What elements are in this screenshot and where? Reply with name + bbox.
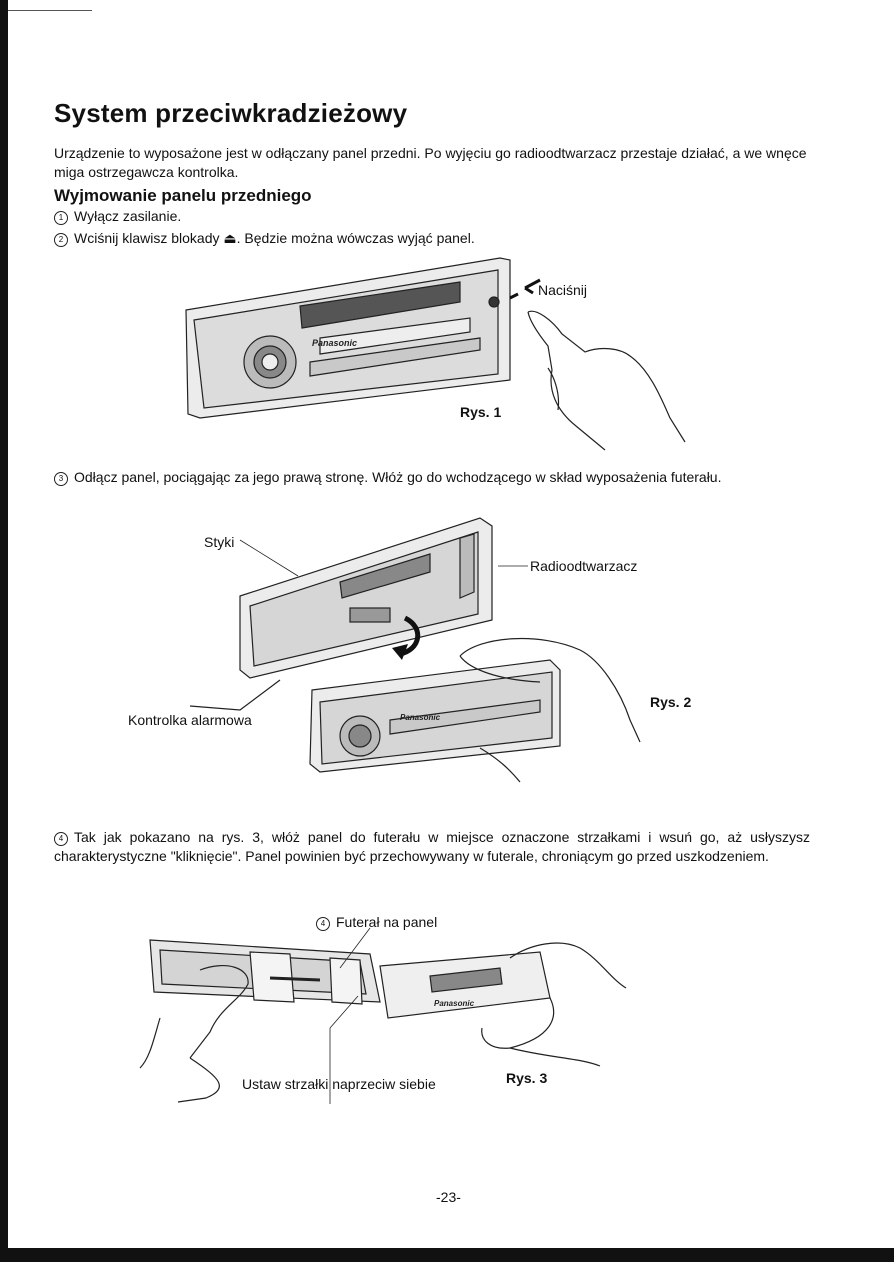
label-case-text: Futerał na panel <box>336 914 438 930</box>
panel-case-illustration: Panasonic <box>139 927 627 1104</box>
panel-removal-illustration: Panasonic <box>189 517 641 783</box>
label-case: 4 Futerał na panel <box>316 914 437 931</box>
step-text: Wyłącz zasilanie. <box>74 208 182 224</box>
step-2: 2 Wciśnij klawisz blokady ⏏. Będzie można… <box>54 229 475 248</box>
arrow-icon <box>524 278 541 295</box>
hand-illustration <box>527 310 686 451</box>
step-number: 4 <box>54 832 68 846</box>
step-number: 3 <box>54 472 68 486</box>
label-arrows: Ustaw strzałki naprzeciw siebie <box>242 1076 436 1092</box>
brand-logo: Panasonic <box>312 338 357 348</box>
hand-illustration <box>459 637 641 783</box>
figure-caption: Rys. 1 <box>460 404 502 420</box>
step-3: 3 Odłącz panel, pociągając za jego prawą … <box>54 468 721 487</box>
label-press: Naciśnij <box>538 282 588 298</box>
arrow-icon <box>399 615 421 657</box>
page-title: System przeciwkradzieżowy <box>54 98 408 128</box>
figure-caption: Rys. 3 <box>506 1070 548 1086</box>
step-number: 1 <box>54 211 68 225</box>
step-number: 2 <box>54 233 68 247</box>
step-text: Odłącz panel, pociągając za jego prawą s… <box>74 469 722 485</box>
step-1: 1 Wyłącz zasilanie. <box>54 207 181 226</box>
figure-3: Panasonic 4 Futerał na panel Ustaw strzał… <box>130 908 630 1108</box>
figure-1: Panasonic Naciśnij Rys. 1 <box>180 250 700 460</box>
intro-paragraph: Urządzenie to wyposażone jest w odłączan… <box>54 145 807 180</box>
label-contacts: Styki <box>204 534 235 550</box>
label-unit: Radioodtwarzacz <box>530 558 638 574</box>
figure-caption: Rys. 2 <box>650 694 692 710</box>
section-title: Wyjmowanie panelu przedniego <box>54 186 312 205</box>
page-number: -23- <box>436 1189 461 1205</box>
step-text: Wciśnij klawisz blokady ⏏. Będzie można … <box>74 230 475 246</box>
label-alarm: Kontrolka alarmowa <box>128 712 252 728</box>
scan-border-bottom <box>0 1248 894 1262</box>
brand-logo: Panasonic <box>434 999 475 1008</box>
scan-border-left <box>0 0 8 1262</box>
brand-logo: Panasonic <box>400 713 441 722</box>
car-radio-illustration: Panasonic <box>185 257 686 451</box>
figure-2: Panasonic Styki Radioodtwarzacz Kontrolk… <box>120 510 720 800</box>
case-number: 4 <box>316 917 330 931</box>
hand-illustration <box>139 942 627 1103</box>
scan-top-line <box>8 10 92 11</box>
step-text: Tak jak pokazano na rys. 3, włóż panel d… <box>54 829 810 864</box>
